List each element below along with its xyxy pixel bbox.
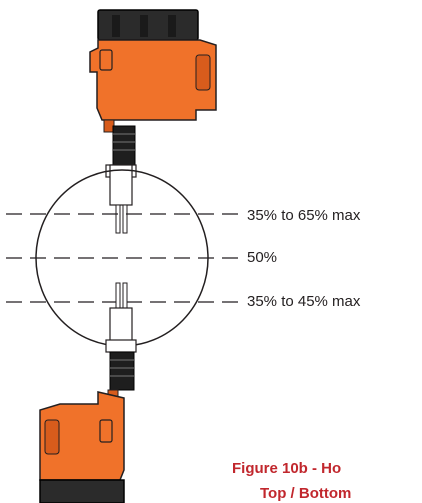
bottom-sensor-connector bbox=[109, 351, 135, 391]
top-sensor-housing bbox=[89, 39, 217, 121]
level-lines bbox=[6, 213, 238, 303]
top-sensor-connector bbox=[112, 125, 136, 167]
bottom-clamp bbox=[105, 339, 137, 353]
figure-caption-line1: Figure 10b - Ho bbox=[232, 460, 342, 477]
figure-caption-line2: Top / Bottom bbox=[260, 485, 352, 502]
bottom-sensor-cap bbox=[39, 479, 125, 503]
level-label-upper: 35% to 65% max bbox=[247, 207, 361, 224]
level-label-middle: 50% bbox=[247, 249, 278, 266]
top-probe bbox=[115, 204, 121, 234]
bottom-probe bbox=[115, 282, 121, 310]
top-sensor bbox=[89, 9, 217, 234]
bottom-sensor bbox=[39, 282, 137, 503]
level-label-lower: 35% to 45% max bbox=[247, 293, 361, 310]
